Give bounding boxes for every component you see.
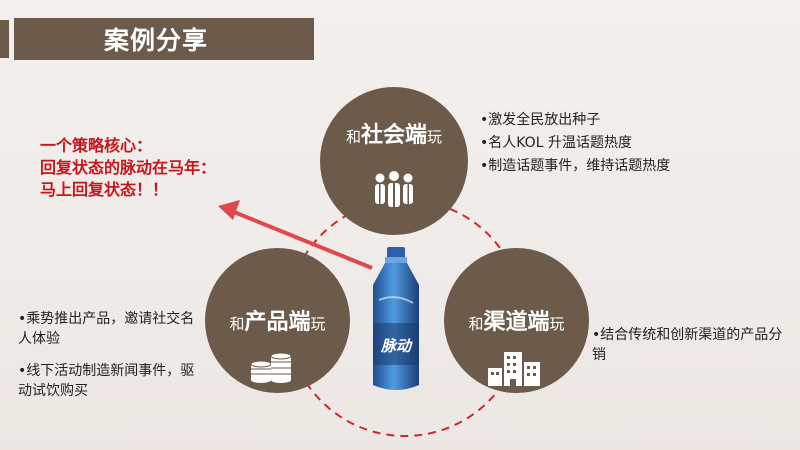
node-product: 和产品端玩 <box>205 248 350 393</box>
node-channel-title: 和渠道端玩 <box>444 304 589 336</box>
title-banner: 案例分享 <box>14 18 314 60</box>
core-strategy-text: 一个策略核心： 回复状态的脉动在马年： 马上回复状态！！ <box>40 135 216 201</box>
node-title-main: 社会端 <box>360 123 427 148</box>
node-title-suffix: 玩 <box>549 315 565 333</box>
channel-bullets: •结合传统和创新渠道的产品分销 <box>592 325 792 365</box>
core-line: 马上回复状态！！ <box>40 180 169 199</box>
page-title: 案例分享 <box>104 26 209 55</box>
bullet-item: •线下活动制造新闻事件，驱动试饮购买 <box>18 363 195 399</box>
coin-stack-icon <box>249 350 293 388</box>
node-social-title: 和社会端玩 <box>320 117 468 149</box>
node-title-suffix: 玩 <box>427 128 443 146</box>
node-title-prefix: 和 <box>345 128 361 146</box>
node-title-main: 渠道端 <box>483 310 550 335</box>
node-product-title: 和产品端玩 <box>205 304 350 336</box>
node-title-main: 产品端 <box>244 310 311 335</box>
node-title-prefix: 和 <box>229 315 245 333</box>
node-title-suffix: 玩 <box>310 315 326 333</box>
node-title-prefix: 和 <box>468 315 484 333</box>
product-bullets: •乘势推出产品，邀请社交名人体验 •线下活动制造新闻事件，驱动试饮购买 <box>18 309 208 413</box>
social-bullets: •激发全民放出种子 •名人KOL 升温话题热度 •制造话题事件，维持话题热度 <box>480 110 750 179</box>
drink-bottle-image: 脉动 <box>373 247 419 390</box>
node-channel: 和渠道端玩 <box>444 248 589 393</box>
bullet-item: •激发全民放出种子 <box>480 112 601 128</box>
pointer-arrow-head <box>218 200 240 220</box>
pointer-arrow-line <box>233 210 373 270</box>
core-line: 回复状态的脉动在马年： <box>40 158 217 177</box>
bullet-item: •名人KOL 升温话题热度 <box>480 135 632 151</box>
people-group-icon <box>370 171 418 215</box>
bullet-item: •结合传统和创新渠道的产品分销 <box>592 327 783 363</box>
core-line: 一个策略核心： <box>40 136 153 155</box>
bullet-item: •乘势推出产品，邀请社交名人体验 <box>18 311 195 347</box>
bullet-item: •制造话题事件，维持话题热度 <box>480 158 671 174</box>
bottle-brand-label: 脉动 <box>380 337 413 355</box>
node-social: 和社会端玩 <box>320 87 468 235</box>
header-accent-tab <box>0 20 9 58</box>
buildings-icon <box>486 348 542 392</box>
